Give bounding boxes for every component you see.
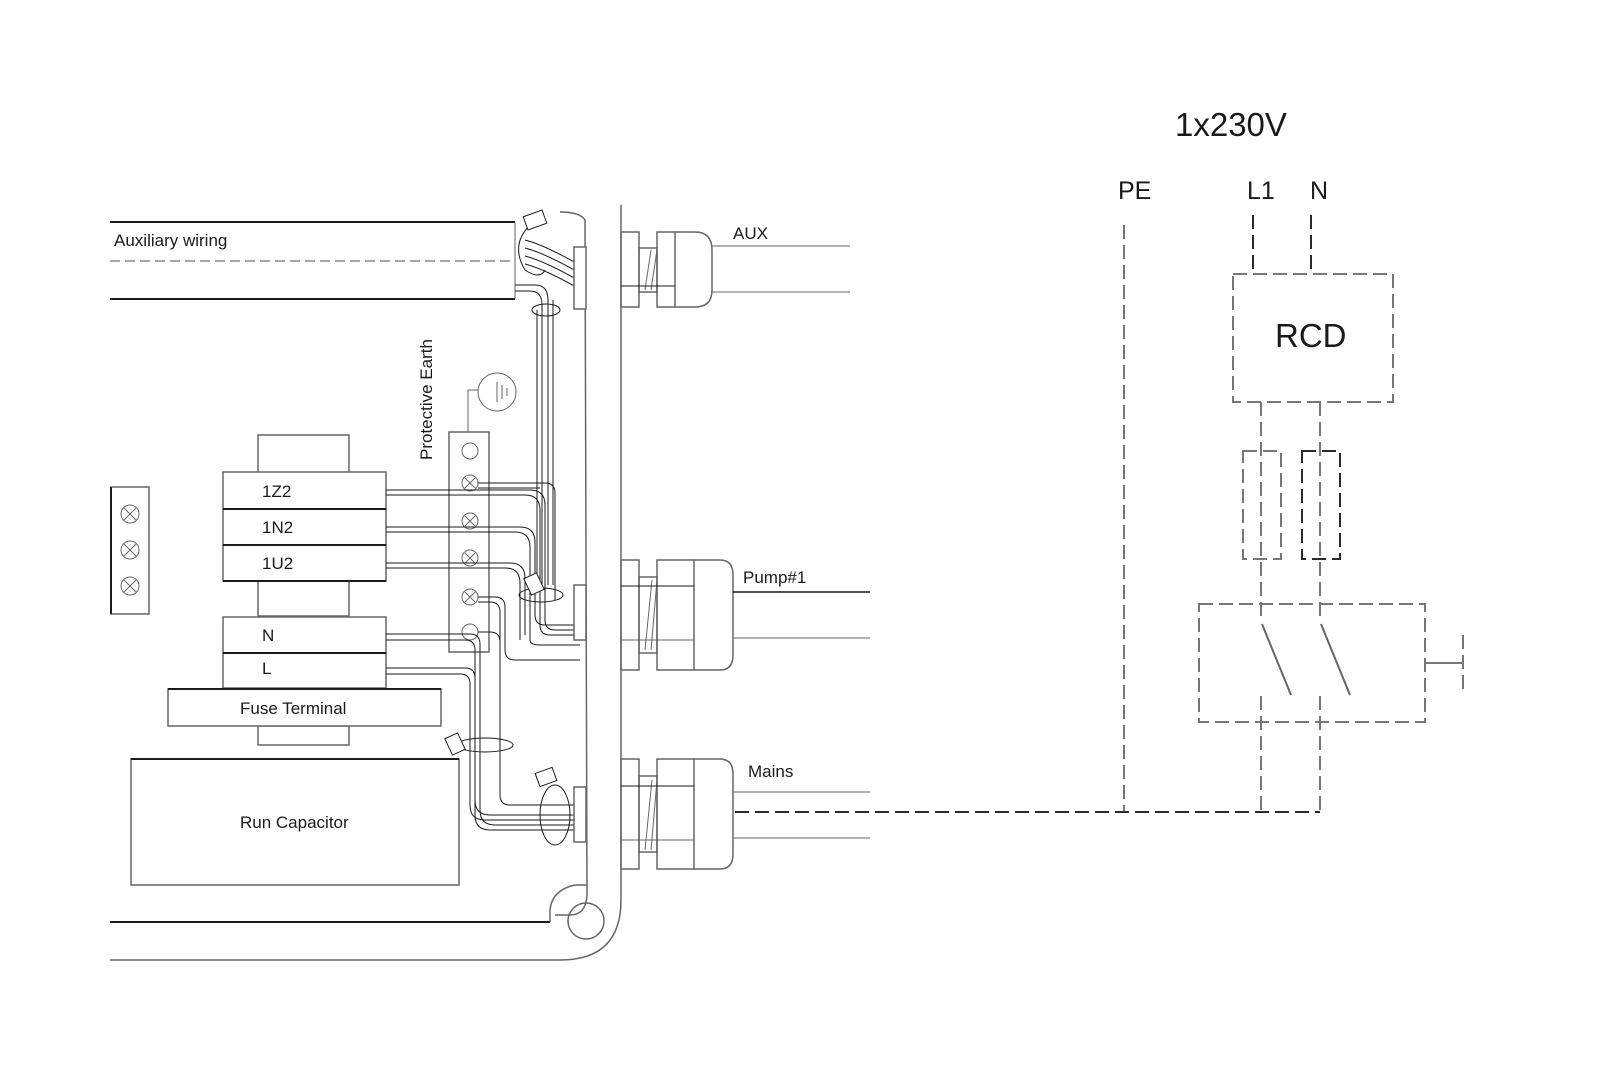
rcd-box — [1232, 273, 1394, 403]
protective-earth-label: Protective Earth — [417, 339, 436, 460]
gland-label-aux: AUX — [733, 224, 768, 243]
gland-label-mains: Mains — [748, 762, 793, 781]
switch-blade-l1 — [1261, 623, 1292, 696]
screw-icon — [461, 474, 479, 492]
enclosure — [110, 205, 622, 961]
cable-gland-aux: AUX — [620, 224, 850, 308]
n-label: N — [1310, 177, 1328, 205]
cable-gland-pump: Pump#1 — [620, 559, 870, 671]
mains-connector — [573, 786, 587, 843]
earth-ground-icon — [477, 372, 517, 412]
pump-connector — [573, 584, 587, 641]
protective-earth-bar: Protective Earth — [417, 339, 517, 653]
gland-label-pump: Pump#1 — [743, 568, 806, 587]
cable-gland-mains: Mains — [620, 758, 870, 870]
run-capacitor: Run Capacitor — [130, 758, 460, 886]
side-terminal-strip — [110, 486, 150, 615]
switch-blade-n — [1320, 623, 1351, 696]
mounting-hole — [567, 902, 605, 940]
run-capacitor-label: Run Capacitor — [240, 813, 349, 832]
motor-terminal-block: 1Z2 1N2 1U2 — [222, 434, 387, 617]
isolator-box — [1198, 603, 1426, 723]
earth-terminal — [461, 442, 479, 460]
fuse-n — [1301, 450, 1341, 560]
terminal-1u2: 1U2 — [262, 554, 293, 573]
screw-icon — [120, 576, 140, 596]
pe-label: PE — [1118, 177, 1151, 205]
terminal-n: N — [262, 626, 274, 645]
terminal-1n2: 1N2 — [262, 518, 293, 537]
supply-terminal-block: N L Fuse Terminal — [167, 616, 442, 746]
terminal-1z2: 1Z2 — [262, 482, 291, 501]
aux-connector — [573, 246, 587, 310]
fuse-l1 — [1242, 450, 1282, 560]
screw-icon — [461, 588, 479, 606]
rcd-label: RCD — [1275, 317, 1347, 354]
l1-label: L1 — [1247, 177, 1275, 205]
screw-icon — [461, 512, 479, 530]
auxiliary-wiring-label: Auxiliary wiring — [114, 231, 227, 250]
screw-icon — [461, 549, 479, 567]
fuse-terminal-label: Fuse Terminal — [240, 699, 346, 718]
screw-icon — [120, 504, 140, 524]
auxiliary-wiring-channel: Auxiliary wiring — [110, 209, 587, 585]
terminal-l: L — [262, 659, 271, 678]
supply-title: 1x230V — [1175, 106, 1287, 143]
screw-icon — [120, 540, 140, 560]
supply-schematic: RCD — [735, 215, 1464, 813]
internal-wiring — [386, 482, 580, 846]
